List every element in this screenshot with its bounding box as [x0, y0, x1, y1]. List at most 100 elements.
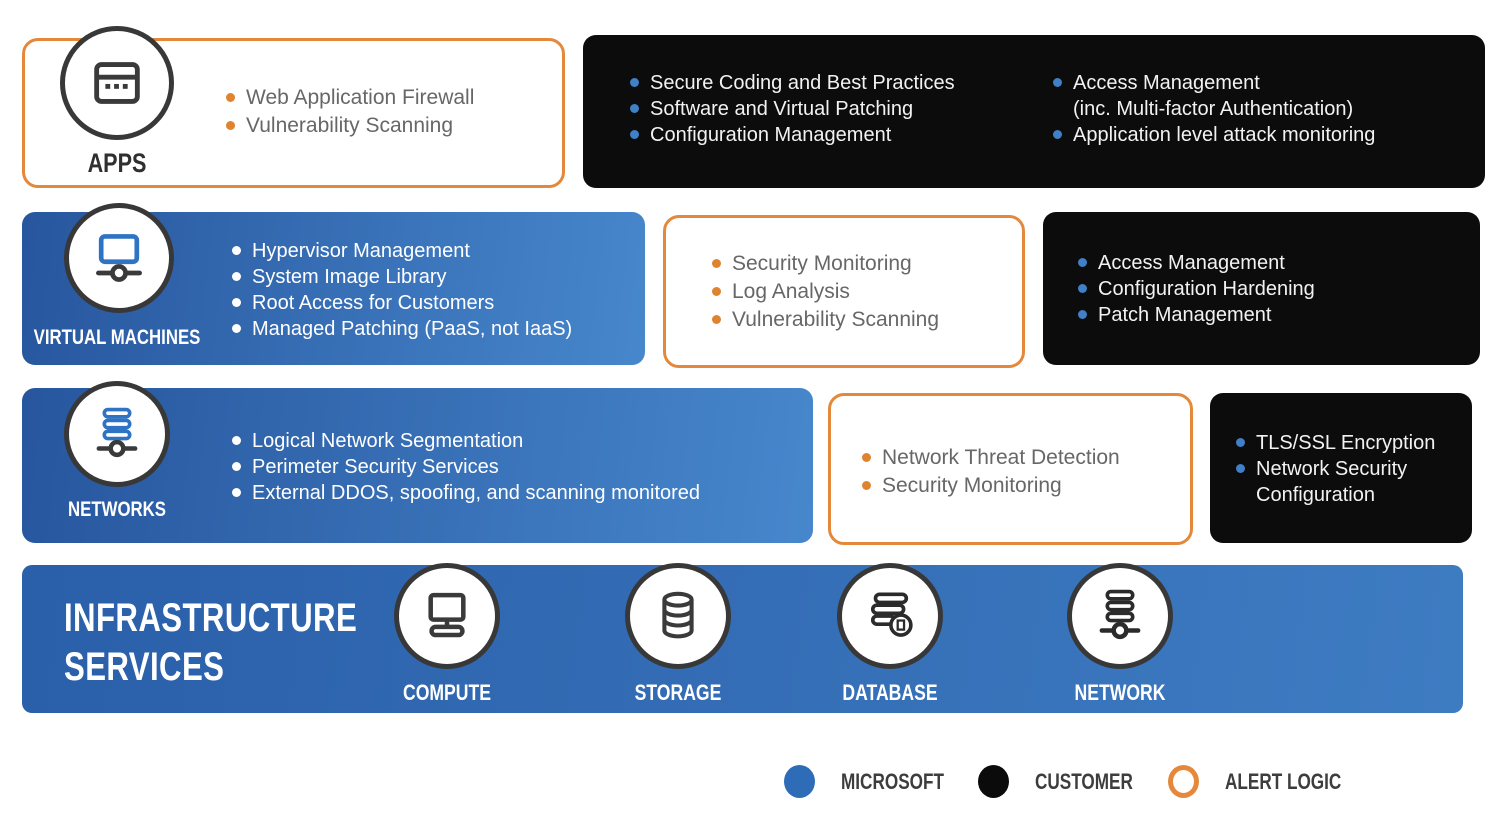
bullet-dot	[1236, 438, 1245, 447]
list-item: Security Monitoring	[712, 250, 939, 278]
list-item: External DDOS, spoofing, and scanning mo…	[232, 480, 700, 506]
bullet-dot	[232, 436, 241, 445]
list-item-text: (inc. Multi-factor Authentication)	[1073, 98, 1354, 120]
infrastructure-title: INFRASTRUCTURE SERVICES	[64, 594, 357, 692]
storage-badge	[625, 563, 731, 669]
legend-label-microsoft: MICROSOFT	[841, 768, 944, 794]
infrastructure-services-bar	[22, 565, 1463, 713]
list-item: Application level attack monitoring	[1053, 122, 1375, 148]
apps-alert-logic-list: Web Application Firewall Vulnerability S…	[226, 84, 474, 140]
networks-category-badge	[64, 381, 170, 487]
apps-customer-list-col1: Secure Coding and Best Practices Softwar…	[630, 70, 955, 148]
virtual-machine-icon	[89, 228, 149, 288]
list-item-text: Security Monitoring	[882, 474, 1062, 497]
bullet-dot	[232, 462, 241, 471]
bullet-dot	[630, 78, 639, 87]
networks-microsoft-list: Logical Network Segmentation Perimeter S…	[232, 428, 700, 506]
vm-alert-logic-panel	[663, 215, 1025, 368]
list-item-text: Security Monitoring	[732, 252, 912, 275]
list-item: Configuration Management	[630, 122, 955, 148]
list-item-text: Hypervisor Management	[252, 240, 470, 262]
network-badge	[1067, 563, 1173, 669]
list-item-text: Vulnerability Scanning	[246, 114, 454, 137]
list-item-text: Access Management	[1098, 252, 1285, 274]
vm-customer-panel	[1043, 212, 1480, 365]
list-item: Hypervisor Management	[232, 238, 572, 264]
networks-category-label: NETWORKS	[68, 498, 166, 521]
compute-badge	[394, 563, 500, 669]
list-item: Network Threat Detection	[862, 444, 1120, 472]
microsoft-dot-icon	[784, 765, 815, 798]
customer-dot-icon	[978, 765, 1009, 798]
vm-category-label: VIRTUAL MACHINES	[33, 326, 201, 349]
list-item-text: Configuration Management	[650, 124, 892, 146]
list-item: TLS/SSL Encryption	[1236, 430, 1454, 456]
compute-label: COMPUTE	[403, 680, 491, 705]
list-item-continuation: (inc. Multi-factor Authentication)	[1053, 96, 1375, 122]
list-item-text: Vulnerability Scanning	[732, 308, 940, 331]
database-label: DATABASE	[842, 680, 938, 705]
list-item: Access Management	[1053, 70, 1375, 96]
list-item-text: Patch Management	[1098, 304, 1272, 326]
list-item-text: Application level attack monitoring	[1073, 124, 1376, 146]
bullet-dot	[1078, 258, 1087, 267]
list-item-text: Network Security Configuration	[1256, 458, 1408, 506]
apps-category-label: APPS	[87, 148, 147, 178]
list-item-text: TLS/SSL Encryption	[1256, 432, 1436, 454]
list-item: Access Management	[1078, 250, 1315, 276]
list-item: Root Access for Customers	[232, 290, 572, 316]
apps-customer-list-col2: Access Management (inc. Multi-factor Aut…	[1053, 70, 1375, 148]
bullet-dot	[1078, 284, 1087, 293]
infrastructure-title-line2: SERVICES	[64, 645, 225, 689]
legend-item-microsoft: MICROSOFT	[784, 765, 973, 798]
infrastructure-title-line1: INFRASTRUCTURE	[64, 596, 358, 640]
bullet-dot	[232, 488, 241, 497]
list-item: Web Application Firewall	[226, 84, 474, 112]
compute-icon	[418, 587, 476, 645]
bullet-dot	[630, 130, 639, 139]
bullet-dot	[1236, 464, 1245, 473]
bullet-dot	[1078, 310, 1087, 319]
network-label: NETWORK	[1074, 680, 1166, 705]
networks-customer-panel	[1210, 393, 1472, 543]
legend-label-alert-logic: ALERT LOGIC	[1225, 768, 1342, 794]
bullet-dot	[226, 93, 235, 102]
database-badge	[837, 563, 943, 669]
apps-category-badge	[60, 26, 174, 140]
bullet-dot	[1053, 78, 1062, 87]
list-item: Managed Patching (PaaS, not IaaS)	[232, 316, 572, 342]
bullet-dot	[232, 246, 241, 255]
list-item-text: Network Threat Detection	[882, 446, 1120, 469]
alert-logic-ring-icon	[1168, 765, 1199, 798]
list-item-text: Web Application Firewall	[246, 86, 475, 109]
list-item-text: System Image Library	[252, 266, 447, 288]
bullet-dot	[862, 481, 871, 490]
list-item: Vulnerability Scanning	[226, 112, 474, 140]
list-item-text: Log Analysis	[732, 280, 850, 303]
bullet-dot	[232, 298, 241, 307]
bullet-dot	[630, 104, 639, 113]
list-item: Vulnerability Scanning	[712, 306, 939, 334]
bullet-dot	[712, 315, 721, 324]
list-item: Log Analysis	[712, 278, 939, 306]
bullet-dot	[712, 259, 721, 268]
vm-alert-logic-list: Security Monitoring Log Analysis Vulnera…	[712, 250, 939, 334]
bullet-dot	[226, 121, 235, 130]
legend-label-customer: CUSTOMER	[1035, 768, 1133, 794]
list-item-text: Access Management	[1073, 72, 1260, 94]
legend: MICROSOFT CUSTOMER ALERT LOGIC	[0, 762, 1500, 802]
bullet-dot	[232, 272, 241, 281]
bullet-dot	[1053, 130, 1062, 139]
bullet-dot	[712, 287, 721, 296]
networks-alert-logic-panel	[828, 393, 1193, 545]
vm-category-badge	[64, 203, 174, 313]
list-item: System Image Library	[232, 264, 572, 290]
list-item: Perimeter Security Services	[232, 454, 700, 480]
list-item-text: Secure Coding and Best Practices	[650, 72, 955, 94]
apps-icon	[86, 52, 148, 114]
legend-item-customer: CUSTOMER	[978, 765, 1161, 798]
database-icon	[861, 587, 919, 645]
list-item-text: Root Access for Customers	[252, 292, 495, 314]
list-item: Logical Network Segmentation	[232, 428, 700, 454]
